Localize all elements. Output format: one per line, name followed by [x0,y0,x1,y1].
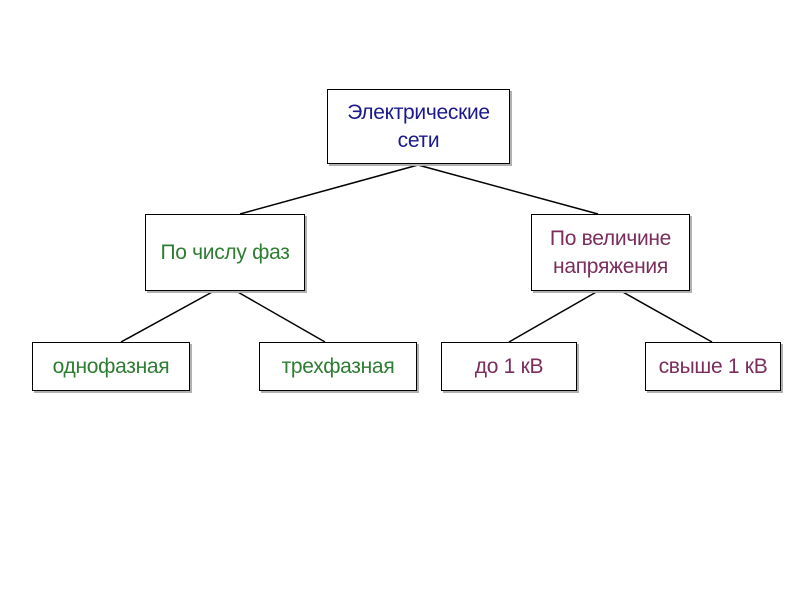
single-phase-label: однофазная [52,354,170,378]
voltage-node: По величине напряжения [531,214,690,291]
high-voltage-node: свыше 1 кВ [645,342,781,391]
low-voltage-label: до 1 кВ [474,354,544,378]
edge-phases-three [235,290,326,343]
edge-phases-single [120,290,215,343]
root-node: Электрические сети [327,89,510,164]
voltage-label: По величине напряжения [549,226,672,278]
phases-label: По числу фаз [160,240,290,264]
three-phase-node: трехфазная [259,342,417,391]
low-voltage-node: до 1 кВ [441,342,577,391]
edge-root-voltage [417,164,599,215]
edge-voltage-high [620,290,713,343]
phases-node: По числу фаз [145,214,305,291]
three-phase-label: трехфазная [281,354,395,378]
edge-root-phases [239,164,419,215]
edge-voltage-low [508,290,599,343]
root-label: Электрические сети [347,100,490,152]
single-phase-node: однофазная [32,342,190,391]
high-voltage-label: свыше 1 кВ [658,354,768,378]
